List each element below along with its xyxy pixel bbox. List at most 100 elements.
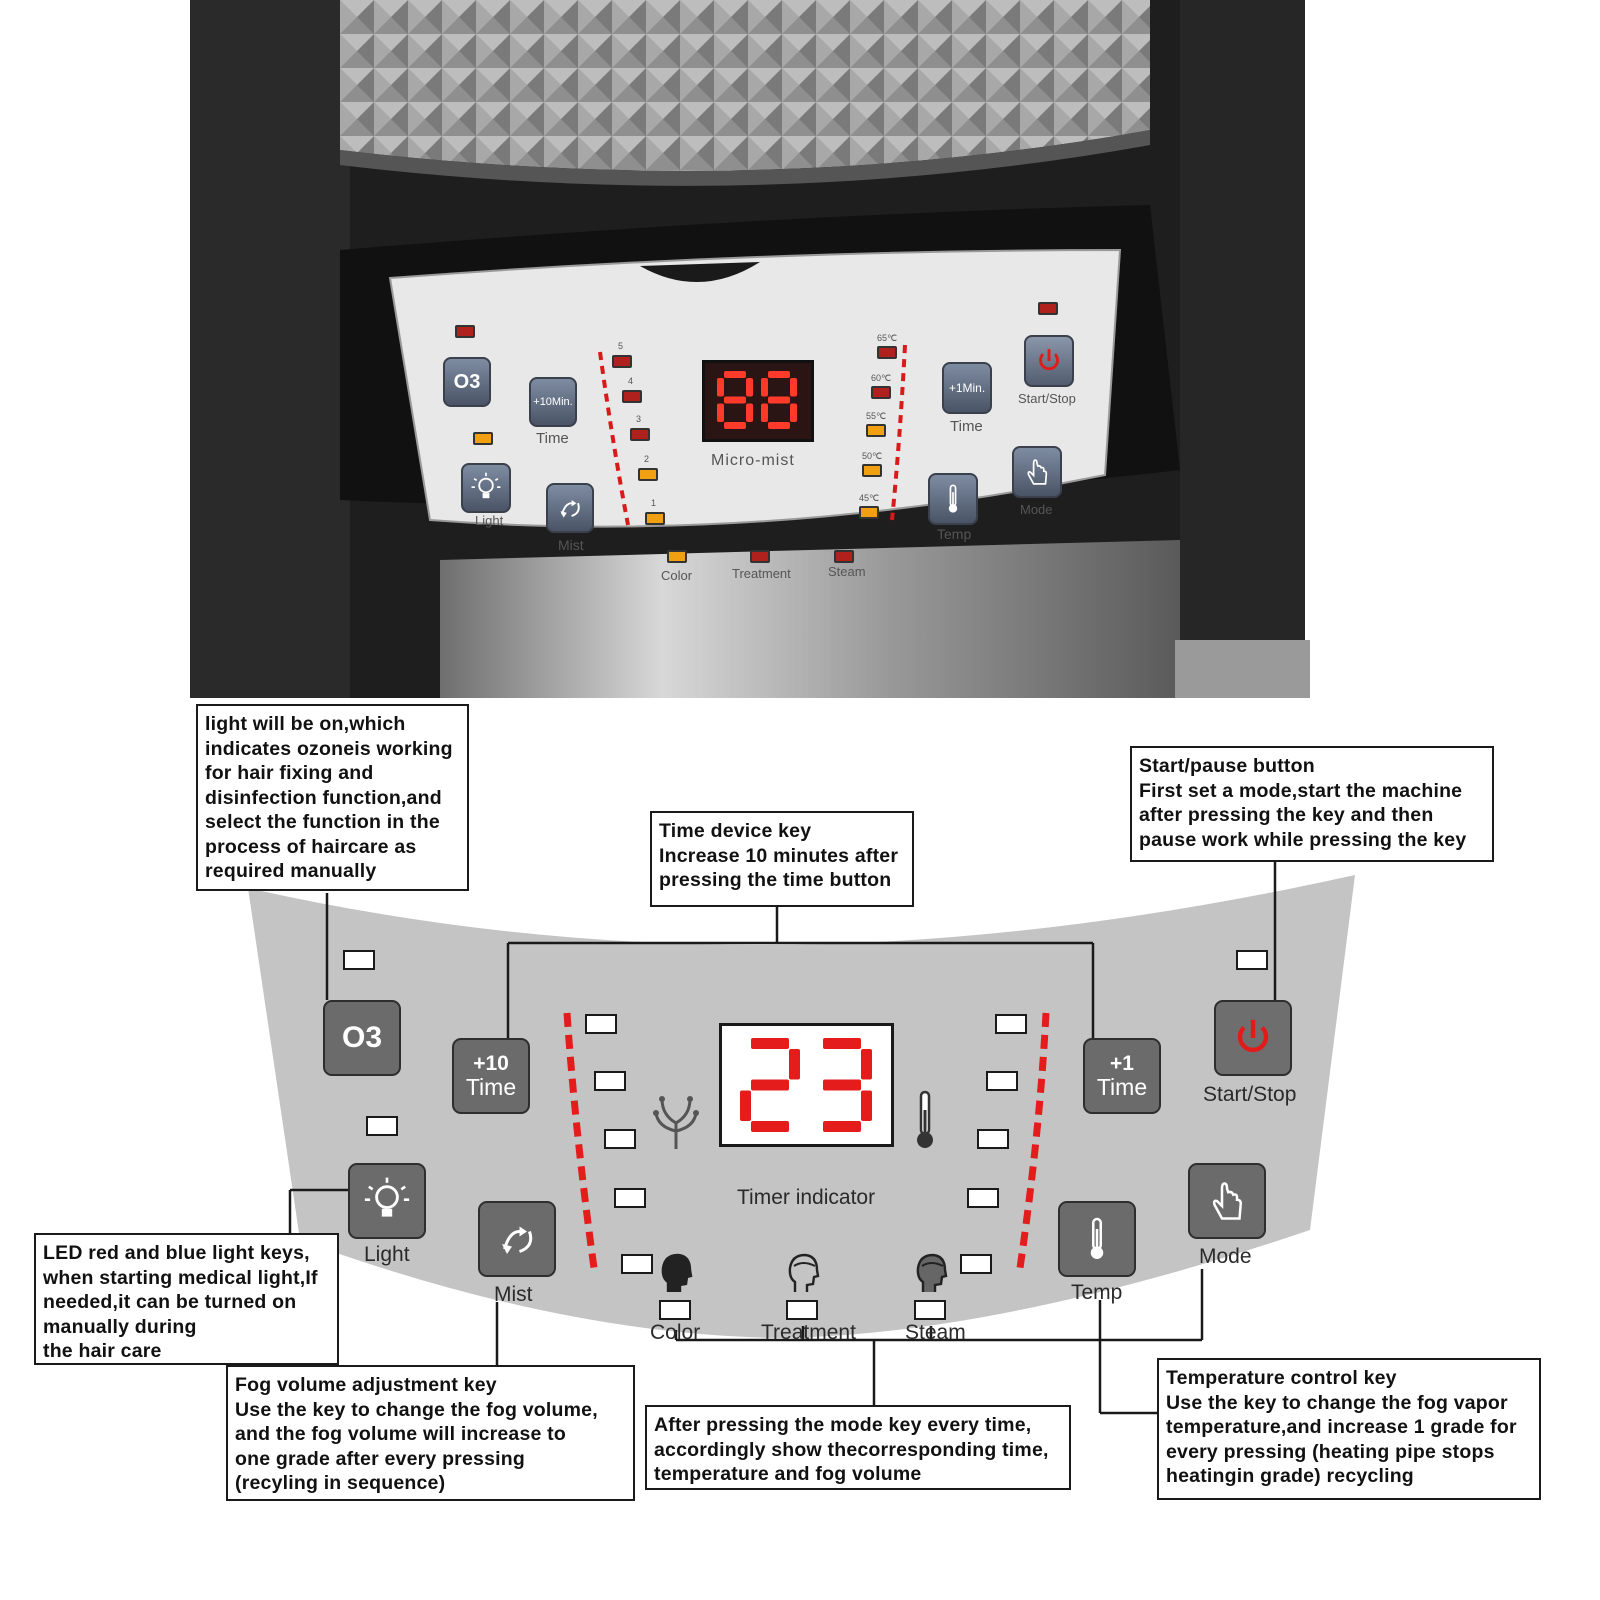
temp-label: Temp: [1071, 1281, 1123, 1304]
mist-label: Mist: [494, 1283, 533, 1306]
photo-mode-led-1: [750, 550, 770, 563]
temp-level-led-5: [960, 1254, 992, 1274]
photo-mode-key[interactable]: [1012, 446, 1062, 498]
photo-fog-bar: [598, 351, 630, 526]
photo-fog-led-3: [630, 428, 650, 441]
callout-mist: Fog volume adjustment key Use the key to…: [226, 1365, 635, 1501]
photo-thermometer-icon: [948, 484, 958, 513]
photo-time1-label: +1Min.: [948, 381, 986, 395]
diagram-start-led: [1236, 950, 1268, 970]
diagram-mist-key[interactable]: [478, 1201, 556, 1277]
diagram-start-stop-key[interactable]: [1214, 1000, 1292, 1076]
power-icon: [1237, 1019, 1269, 1053]
diagram-ozone-key[interactable]: O3: [323, 1000, 401, 1076]
mode-label-treatment: Treatment: [761, 1321, 856, 1344]
top-grille: [340, 0, 1150, 171]
photo-time10-bottom: Time: [536, 430, 569, 447]
photo-temp-level-0: 65℃: [877, 333, 898, 343]
timer-digits: [740, 1038, 872, 1132]
photo-temp-bar: [890, 344, 907, 521]
fog-level-led-5: [621, 1254, 653, 1274]
spray-icon: [652, 1093, 700, 1156]
photo-fog-led-2: [638, 468, 658, 481]
callout-mode: After pressing the mode key every time, …: [645, 1405, 1071, 1490]
photo-time10-key[interactable]: +10Min.: [529, 377, 577, 427]
photo-display-label: Micro-mist: [711, 452, 795, 469]
start-stop-label: Start/Stop: [1203, 1083, 1297, 1106]
photo-fog-led-1: [645, 512, 665, 525]
timer-indicator-label: Timer indicator: [737, 1186, 876, 1209]
photo-fog-led-4: [622, 390, 642, 403]
photo-temp-level-2: 55℃: [866, 411, 887, 421]
photo-mist-label: Mist: [558, 537, 584, 553]
photo-fog-level-2: 2: [644, 454, 650, 464]
mode-led-2: [914, 1300, 946, 1320]
photo-ozone-key[interactable]: O3: [443, 357, 491, 407]
thermometer-small-icon: [914, 1090, 936, 1155]
photo-mode-label: Mode: [1020, 502, 1053, 517]
time1-key-top: +1: [1110, 1051, 1134, 1075]
photo-temp-level-1: 60℃: [871, 373, 892, 383]
photo-temp-level-4: 45℃: [859, 493, 880, 503]
photo-fog-level-4: 4: [628, 376, 634, 386]
timer-digit-0: [740, 1038, 800, 1132]
diagram-light-led: [366, 1116, 398, 1136]
photo-temp-led-0: [877, 346, 897, 359]
photo-temp-key[interactable]: [928, 473, 978, 525]
photo-start-key[interactable]: [1024, 335, 1074, 387]
photo-mode-color: Color: [661, 568, 693, 583]
photo-mode-led-0: [667, 550, 687, 563]
photo-temp-led-3: [862, 464, 882, 477]
photo-temp-led-1: [871, 386, 891, 399]
photo-time10-label: +10Min.: [533, 396, 573, 408]
photo-time1-bottom: Time: [950, 418, 983, 435]
level-bars: [563, 1012, 1050, 1269]
chrome-base: [440, 540, 1180, 698]
thermometer-icon: [1090, 1217, 1104, 1259]
timer-digit-1: [823, 1038, 872, 1132]
photo-mist-icon: [560, 500, 580, 518]
time1-key-bottom: Time: [1096, 1073, 1148, 1100]
mode-label-steam: Steam: [905, 1321, 966, 1344]
photo-temp-led-4: [859, 506, 879, 519]
diagram-ozone-led: [343, 950, 375, 970]
photo-digit-0: [717, 371, 753, 429]
photo-light-key[interactable]: [461, 463, 511, 513]
photo-time1-key[interactable]: +1Min.: [942, 362, 992, 414]
diagram-mode-key[interactable]: [1188, 1163, 1266, 1239]
photo-fog-level-1: 1: [651, 498, 657, 508]
head-icon: [658, 1252, 694, 1299]
temp-level-led-3: [977, 1129, 1009, 1149]
photo-ozone-label: O3: [453, 370, 481, 393]
callout-light: LED red and blue light keys, when starti…: [34, 1233, 339, 1365]
mist-icon: [502, 1226, 533, 1254]
photo-power-icon: [1039, 349, 1059, 371]
bulb-icon: [364, 1177, 410, 1217]
temp-level-led-1: [995, 1014, 1027, 1034]
ozone-key-label: O3: [341, 1021, 383, 1054]
photo-start-led: [1038, 302, 1058, 315]
photo-display-digits: [717, 371, 797, 429]
timer-display: [719, 1023, 894, 1147]
callout-temp: Temperature control key Use the key to c…: [1157, 1358, 1541, 1500]
photo-mode-led-2: [834, 550, 854, 563]
fog-level-led-3: [604, 1129, 636, 1149]
photo-display: [702, 360, 814, 442]
mode-label-color: Color: [650, 1321, 701, 1344]
head-icon: [785, 1252, 821, 1299]
diagram-temp-key[interactable]: [1058, 1201, 1136, 1277]
photo-fog-level-5: 5: [618, 341, 624, 351]
callout-time: Time device key Increase 10 minutes afte…: [650, 811, 914, 907]
callout-ozone: light will be on,which indicates ozoneis…: [196, 704, 469, 891]
photo-temp-label: Temp: [937, 526, 972, 542]
photo-mode-treatment: Treatment: [732, 566, 791, 581]
photo-mist-key[interactable]: [546, 483, 594, 533]
diagram-light-key[interactable]: [348, 1163, 426, 1239]
photo-light-label: Light: [475, 513, 504, 528]
fog-level-led-4: [614, 1188, 646, 1208]
photo-digit-1: [761, 371, 797, 429]
mode-led-0: [659, 1300, 691, 1320]
